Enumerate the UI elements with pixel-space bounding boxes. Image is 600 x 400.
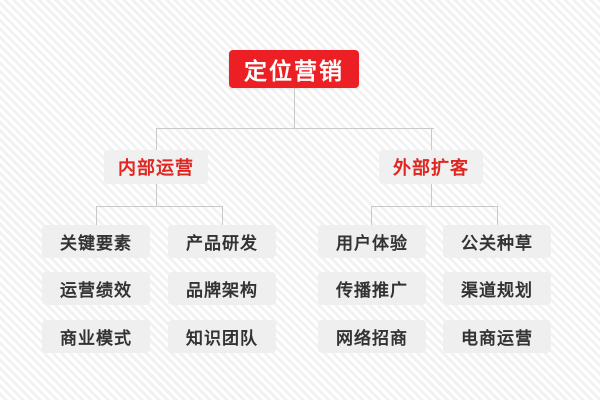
leaf-node-channel-planning[interactable]: 渠道规划: [443, 272, 551, 305]
connector-branch-right-drop: [431, 128, 432, 150]
connector-right-branch-bus: [371, 206, 497, 207]
leaf-node-online-investment-attraction[interactable]: 网络招商: [318, 320, 426, 353]
leaf-node-business-model[interactable]: 商业模式: [42, 320, 150, 353]
root-node-positioning-marketing[interactable]: 定位营销: [229, 50, 359, 88]
leaf-node-user-experience[interactable]: 用户体验: [318, 225, 426, 258]
leaf-node-communication-promotion[interactable]: 传播推广: [318, 272, 426, 305]
connector-branch-left-drop: [156, 128, 157, 150]
connector-root-bus: [156, 128, 434, 129]
connector-right-branch-stem: [431, 184, 432, 206]
connector-left-branch-bus: [96, 206, 222, 207]
branch-node-external-customer-expansion[interactable]: 外部扩客: [379, 150, 483, 184]
connector-right-col1-drop: [371, 206, 372, 225]
branch-node-internal-operations[interactable]: 内部运营: [104, 150, 208, 184]
connector-right-col2-drop: [497, 206, 498, 225]
leaf-node-key-elements[interactable]: 关键要素: [42, 225, 150, 258]
leaf-node-operational-performance[interactable]: 运营绩效: [42, 272, 150, 305]
connector-left-col1-drop: [96, 206, 97, 225]
connector-left-col2-drop: [222, 206, 223, 225]
leaf-node-public-relations-seeding[interactable]: 公关种草: [443, 225, 551, 258]
connector-left-branch-stem: [156, 184, 157, 206]
leaf-node-brand-architecture[interactable]: 品牌架构: [168, 272, 276, 305]
leaf-node-product-rnd[interactable]: 产品研发: [168, 225, 276, 258]
leaf-node-ecommerce-operations[interactable]: 电商运营: [443, 320, 551, 353]
leaf-node-knowledge-team[interactable]: 知识团队: [168, 320, 276, 353]
connector-root-stem: [294, 88, 295, 128]
